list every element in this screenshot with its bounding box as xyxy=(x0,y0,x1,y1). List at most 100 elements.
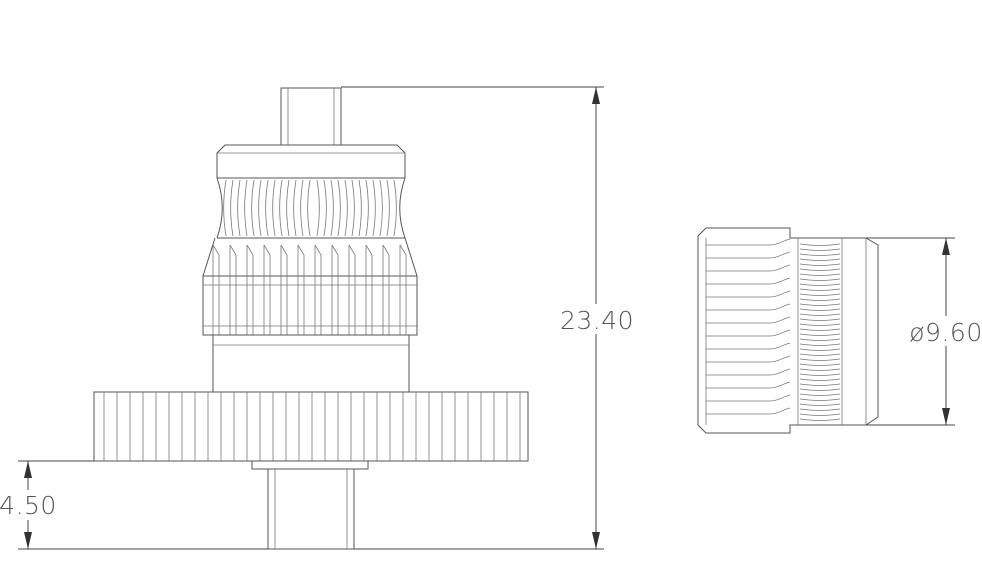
side-knurl-rib xyxy=(799,328,841,331)
side-fin xyxy=(706,355,791,363)
side-knurl-rib xyxy=(799,343,841,346)
drive-tooth-edge xyxy=(212,244,220,335)
knurl-band xyxy=(216,177,406,239)
side-knurl-rib xyxy=(799,348,841,351)
dimension-diameter: ø9.60 xyxy=(866,237,982,426)
knurl-ridge xyxy=(230,179,234,237)
side-knurl-rib xyxy=(799,363,841,366)
side-fin xyxy=(706,342,791,350)
drive-tooth-edge xyxy=(297,244,305,335)
dimension-shaft-height: 4.50 xyxy=(0,460,268,550)
side-fin xyxy=(706,329,791,337)
side-knurl-rib xyxy=(799,258,841,261)
knurl-ridge xyxy=(279,179,283,237)
side-knurl-rib xyxy=(799,358,841,361)
side-knurl-rib xyxy=(799,303,841,306)
drive-tooth-edge xyxy=(229,244,237,335)
side-fin xyxy=(706,394,791,402)
knurl-ridge xyxy=(337,179,341,237)
knurl-ridge xyxy=(300,179,304,237)
side-knurl-rib xyxy=(799,268,841,271)
side-fin xyxy=(706,264,791,272)
side-knurl-rib xyxy=(799,253,841,256)
dimension-total-height: 23.40 xyxy=(341,86,634,550)
side-fin xyxy=(706,303,791,311)
drive-tooth-edge xyxy=(280,244,288,335)
side-view xyxy=(697,227,879,434)
side-knurl-rib xyxy=(799,263,841,266)
drive-tooth-edge xyxy=(331,244,339,335)
knurl-ridge xyxy=(272,179,276,237)
knurl-ridge xyxy=(372,179,376,237)
drive-tooth-edge xyxy=(348,244,356,335)
side-knurl-rib xyxy=(799,398,841,401)
knurl-ridge xyxy=(330,179,334,237)
side-knurl-rib xyxy=(799,278,841,281)
lower-shaft xyxy=(251,460,369,550)
side-knurl-rib xyxy=(799,388,841,391)
side-knurl-rib xyxy=(799,248,841,251)
knurl-ridge xyxy=(316,179,320,237)
knurl-ridge xyxy=(344,179,348,237)
side-knurl-rib xyxy=(799,273,841,276)
side-fin xyxy=(706,407,791,415)
drive-tooth-edge xyxy=(263,244,271,335)
side-fin xyxy=(706,381,791,389)
drive-tooth-edge xyxy=(382,244,390,335)
side-knurl-rib xyxy=(799,413,841,416)
knurl-ridge xyxy=(351,179,355,237)
knurl-ridge xyxy=(244,179,248,237)
side-knurl-rib xyxy=(799,298,841,301)
side-knurl-rib xyxy=(799,393,841,396)
side-fin xyxy=(706,316,791,324)
side-knurl-rib xyxy=(799,323,841,326)
side-knurl-rib xyxy=(799,243,841,246)
upper-collar xyxy=(216,144,406,179)
side-knurl-rib xyxy=(799,383,841,386)
drive-gear xyxy=(202,237,418,336)
side-fin xyxy=(706,251,791,259)
spur-gear xyxy=(93,391,529,462)
top-pin xyxy=(280,87,342,146)
front-view xyxy=(93,87,529,550)
side-knurl-rib xyxy=(799,318,841,321)
side-fin xyxy=(706,277,791,285)
side-knurl-rib xyxy=(799,368,841,371)
drive-tooth-edge xyxy=(365,244,373,335)
side-fin xyxy=(706,238,791,246)
drive-tooth-edge xyxy=(246,244,254,335)
side-knurl-rib xyxy=(799,293,841,296)
drive-tooth-edge xyxy=(399,244,407,335)
knurl-ridge xyxy=(365,179,369,237)
side-knurl-rib xyxy=(799,333,841,336)
knurl-ridge xyxy=(323,179,327,237)
side-knurl-rib xyxy=(799,408,841,411)
dimension-total-height-label: 23.40 xyxy=(560,306,634,335)
side-knurl-rib xyxy=(799,313,841,316)
side-fin xyxy=(706,368,791,376)
side-knurl-rib xyxy=(799,418,841,421)
knurl-ridge xyxy=(265,179,269,237)
side-knurl-rib xyxy=(799,283,841,286)
knurl-ridge xyxy=(251,179,255,237)
side-knurl-rib xyxy=(799,308,841,311)
side-knurl-rib xyxy=(799,373,841,376)
knurl-ridge xyxy=(358,179,362,237)
side-knurl-rib xyxy=(799,338,841,341)
dimension-diameter-label: ø9.60 xyxy=(909,318,982,347)
knurl-ridge xyxy=(393,179,397,237)
side-knurl-rib xyxy=(799,288,841,291)
hub xyxy=(212,334,410,393)
knurl-ridge xyxy=(286,179,290,237)
dimension-shaft-height-label: 4.50 xyxy=(0,491,57,520)
side-fin xyxy=(706,290,791,298)
side-knurl-rib xyxy=(799,403,841,406)
side-knurl-rib xyxy=(799,353,841,356)
drive-tooth-edge xyxy=(314,244,322,335)
knurl-ridge xyxy=(386,179,390,237)
knurl-ridge xyxy=(237,179,241,237)
knurl-ridge xyxy=(223,179,227,237)
knurl-ridge xyxy=(258,179,262,237)
knurl-ridge xyxy=(379,179,383,237)
